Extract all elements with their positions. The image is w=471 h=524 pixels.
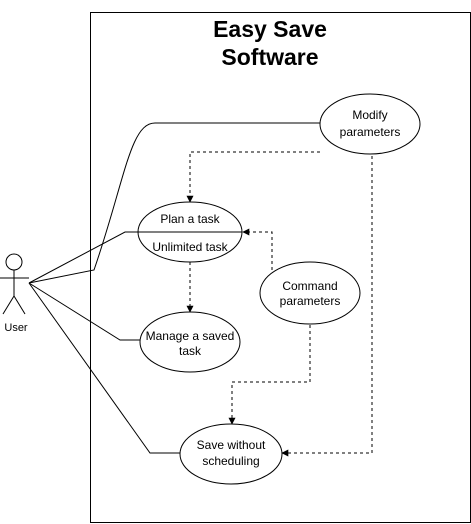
- use-case-modify-parameters: Modify parameters: [319, 93, 421, 155]
- use-case-command-parameters: Command parameters: [259, 261, 361, 325]
- use-case-plan-a-task: Plan a task Unlimited task: [137, 201, 243, 263]
- dependencies: [186, 150, 373, 457]
- system-title-line2: Software: [221, 44, 318, 70]
- actor-user-figure: [0, 253, 29, 315]
- use-case-save-without-scheduling: Save without scheduling: [179, 423, 283, 485]
- svg-text:task: task: [179, 344, 202, 358]
- actor-user-label: User: [4, 322, 28, 334]
- svg-text:Modify: Modify: [352, 108, 387, 122]
- associations: [28, 122, 320, 454]
- svg-text:Unlimited task: Unlimited task: [152, 240, 228, 254]
- svg-text:scheduling: scheduling: [202, 454, 259, 468]
- system-title-line1: Easy Save: [213, 16, 327, 42]
- svg-text:parameters: parameters: [340, 125, 401, 139]
- svg-text:Manage a saved: Manage a saved: [146, 329, 235, 343]
- svg-text:parameters: parameters: [280, 294, 341, 308]
- use-case-manage-saved-task: Manage a saved task: [139, 311, 241, 373]
- svg-text:Plan a task: Plan a task: [160, 212, 220, 226]
- svg-text:Command: Command: [282, 279, 337, 293]
- svg-text:Save without: Save without: [197, 438, 266, 452]
